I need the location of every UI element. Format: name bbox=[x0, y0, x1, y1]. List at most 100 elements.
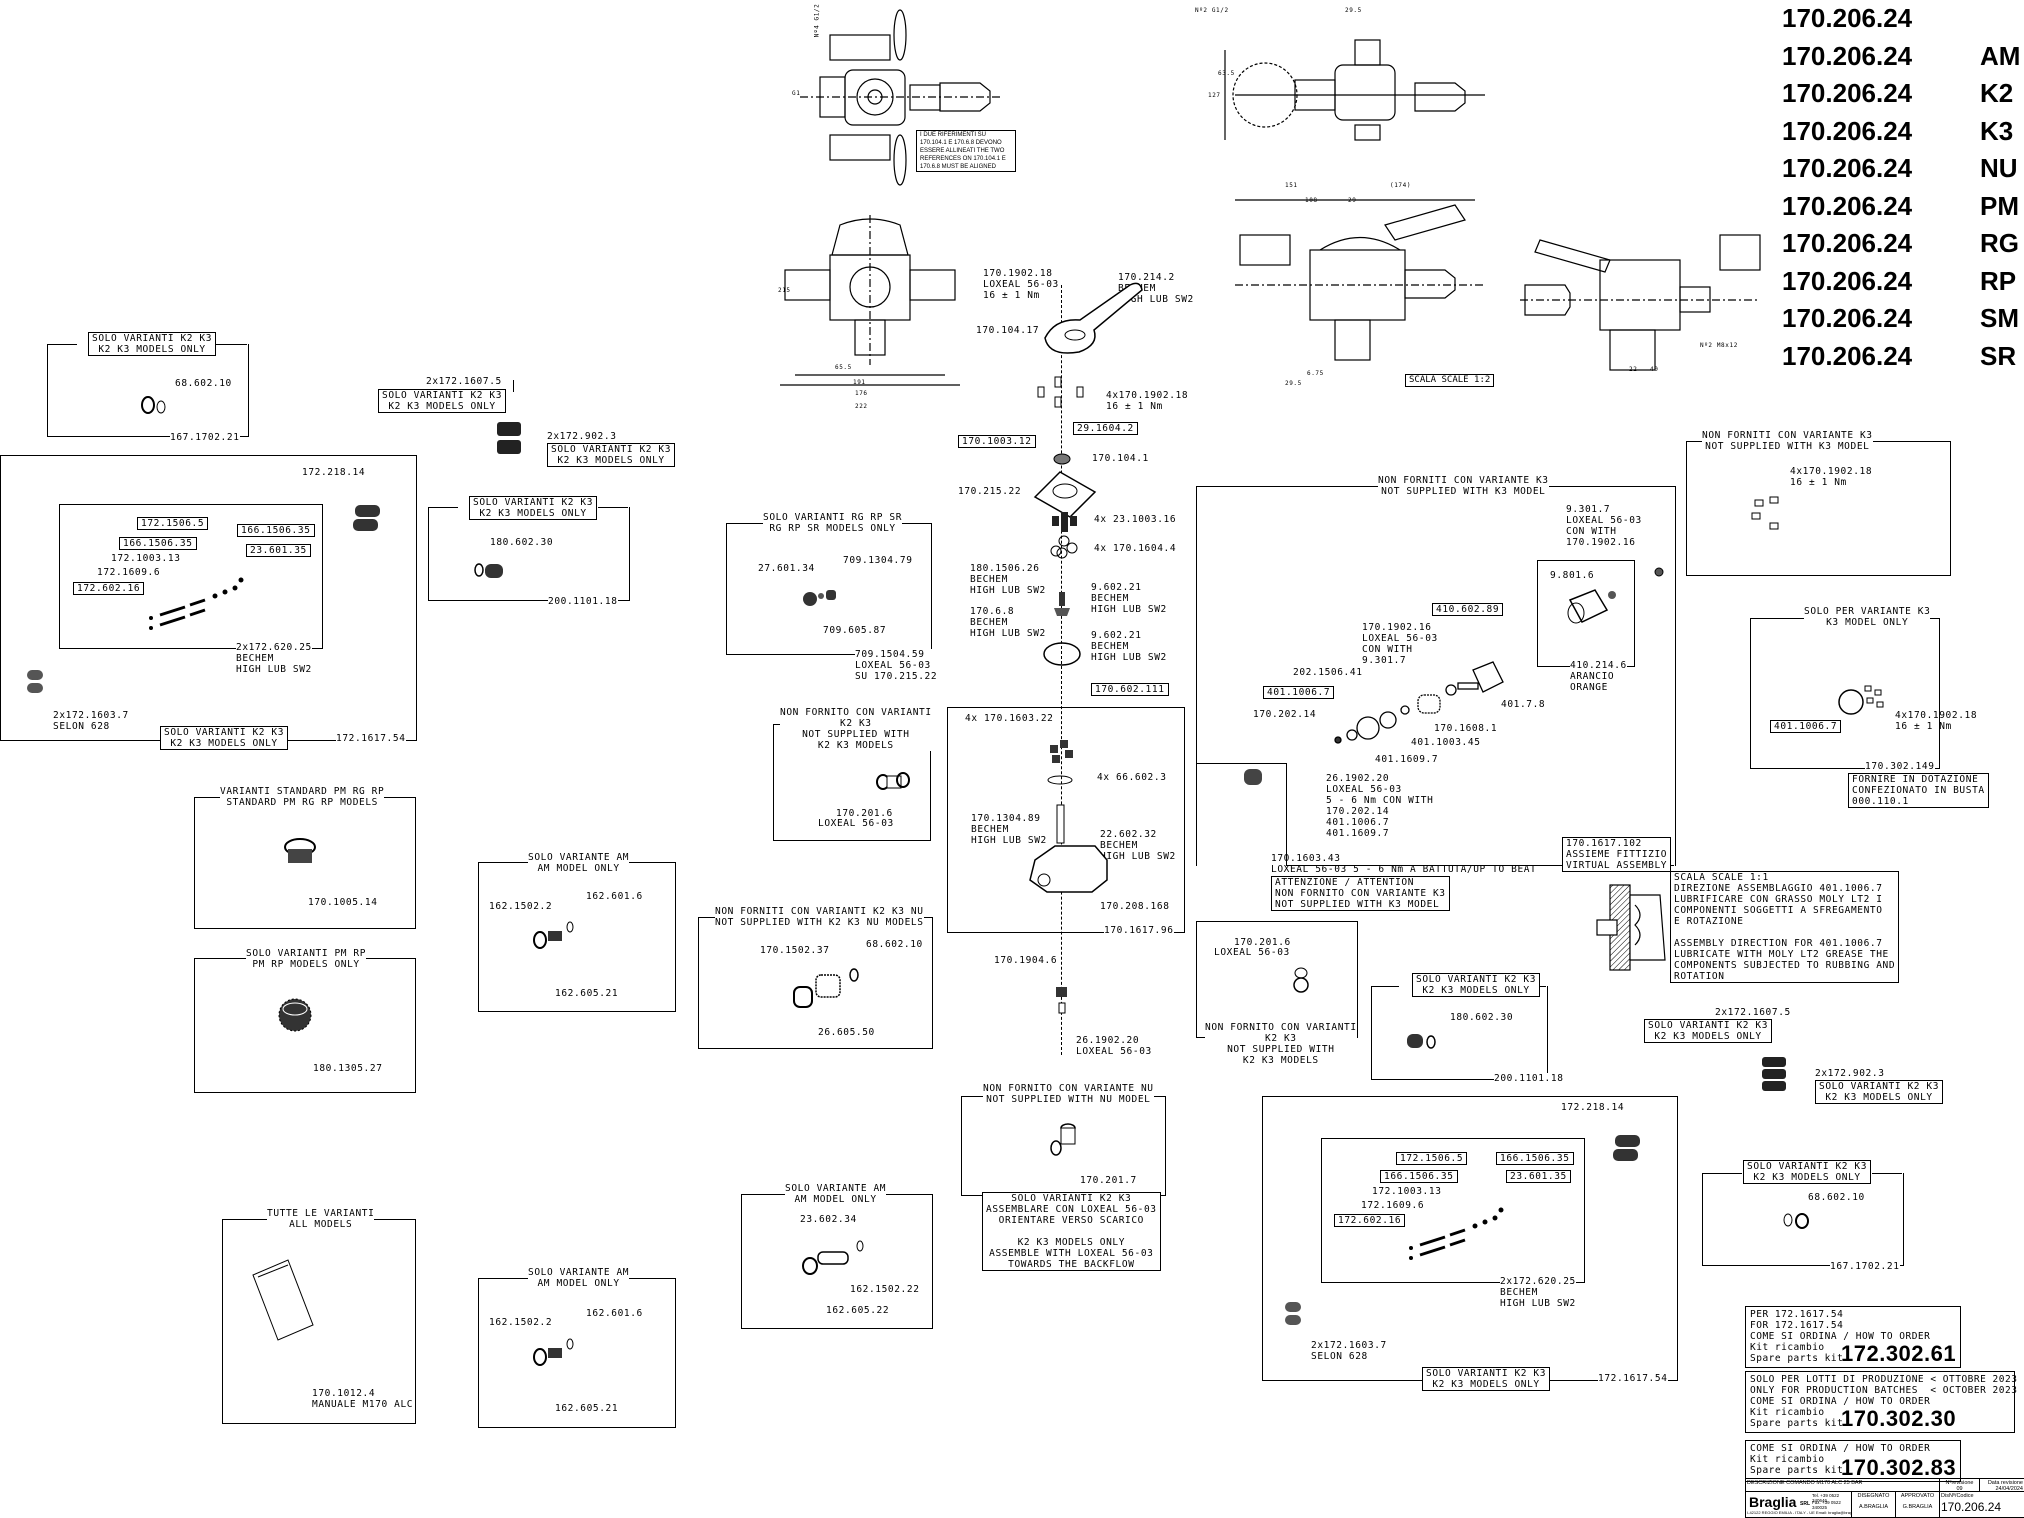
part-label: 9.602.21 BECHEM HIGH LUB SW2 bbox=[1091, 630, 1167, 663]
am-fitting-icon bbox=[533, 921, 574, 949]
part-label: 2x172.1607.5 bbox=[426, 376, 502, 387]
variant-box: SOLO VARIANTI K2 K3 K2 K3 MODELS ONLY bbox=[1815, 1080, 1944, 1104]
kit-box-172-302-61: PER 172.1617.54 FOR 172.1617.54 COME SI … bbox=[1745, 1306, 1961, 1368]
front-view-right-drawing bbox=[1235, 199, 1485, 361]
group-header: SOLO VARIANTI K2 K3 K2 K3 MODELS ONLY bbox=[88, 332, 217, 356]
dim-label: 151 bbox=[1285, 182, 1298, 189]
dim-label: (174) bbox=[1390, 182, 1412, 189]
model-code: 170.206.24 bbox=[1782, 190, 1913, 221]
group-body bbox=[947, 707, 1185, 933]
part-label: 162.1502.2 bbox=[489, 1317, 553, 1328]
part-label-boxed: 166.1506.35 bbox=[1380, 1170, 1458, 1183]
variant-suffix: K3 bbox=[1980, 115, 2014, 146]
variant-suffix: RG bbox=[1980, 228, 2019, 258]
part-label: 172.218.14 bbox=[1561, 1102, 1625, 1113]
group-header: SOLO VARIANTE AM AM MODEL ONLY bbox=[528, 852, 630, 874]
selon-label: 2x172.1603.7 SELON 628 bbox=[1311, 1340, 1387, 1362]
part-label: 170.1005.14 bbox=[308, 897, 378, 908]
part-label-boxed: 23.601.35 bbox=[1506, 1170, 1571, 1183]
dim-label: 22 bbox=[1629, 366, 1638, 373]
dim-label: Nº2 M8x12 bbox=[1700, 342, 1738, 349]
scale-label: SCALA SCALE 1:2 bbox=[1405, 374, 1495, 387]
top-view-drawing bbox=[800, 9, 1000, 186]
note-label: LOXEAL 56-03 5 - 6 Nm A BATTUTA/UP TO BE… bbox=[1271, 864, 1537, 875]
assembly-label: 170.1617.96 bbox=[1104, 925, 1174, 936]
part-label: 2x172.902.3 bbox=[1815, 1068, 1885, 1079]
bushing-icon bbox=[27, 670, 43, 693]
variant-suffix: PM bbox=[1980, 190, 2019, 221]
kit-code: 172.302.61 bbox=[1841, 1341, 1957, 1366]
part-label: 9.602.21 BECHEM HIGH LUB SW2 bbox=[1091, 582, 1167, 615]
clip-icon bbox=[1762, 1057, 1786, 1091]
inner-note: 2x172.620.25 BECHEM HIGH LUB SW2 bbox=[1500, 1276, 1576, 1309]
group-header: SOLO VARIANTI K2 K3 K2 K3 MODELS ONLY bbox=[1743, 1160, 1872, 1184]
kit-instructions: SOLO PER LOTTI DI PRODUZIONE < OTTOBRE 2… bbox=[1750, 1374, 2018, 1429]
tb-company: Braglia SRL Tel. +39 0522 340646 Fax. +3… bbox=[1747, 1492, 1852, 1517]
part-label: 170.1904.6 bbox=[994, 955, 1058, 966]
part-label: 23.602.34 bbox=[800, 1214, 857, 1225]
group-k2k3-ring-right bbox=[1702, 1173, 1904, 1266]
group-header: VARIANTI STANDARD PM RG RP STANDARD PM R… bbox=[220, 786, 385, 808]
springs-icon bbox=[149, 577, 244, 630]
part-label: 172.1003.13 bbox=[1372, 1186, 1442, 1197]
dim-label: 29.5 bbox=[1285, 380, 1302, 387]
valve-block-icon bbox=[1613, 1135, 1640, 1161]
elbow-icon bbox=[876, 772, 910, 790]
model-code: 170.206.24 bbox=[1782, 3, 1913, 33]
part-label: 170.1902.18 LOXEAL 56-03 16 ± 1 Nm bbox=[983, 268, 1059, 301]
part-label: 401.1609.7 bbox=[1375, 754, 1439, 765]
hose-fitting-icon bbox=[793, 968, 859, 1008]
group-header: SOLO VARIANTI RG RP SR RG RP SR MODELS O… bbox=[763, 512, 903, 534]
valve-block-icon bbox=[353, 505, 380, 531]
dim-label: Nº4 G1/2 bbox=[813, 3, 821, 38]
model-code-row: 170.206.24 K3 bbox=[1782, 113, 2024, 151]
elbow-icon bbox=[1293, 967, 1309, 993]
group-k2k3-ring-frame bbox=[47, 344, 249, 437]
part-label: 170.208.168 bbox=[1100, 901, 1170, 912]
part-label: 172.218.14 bbox=[302, 467, 366, 478]
variant-suffix: AM bbox=[1980, 40, 2021, 71]
inner-note: 2x172.620.25 BECHEM HIGH LUB SW2 bbox=[236, 642, 312, 675]
part-label: 172.1003.13 bbox=[111, 553, 181, 564]
part-label: 26.1902.20 LOXEAL 56-03 5 - 6 Nm CON WIT… bbox=[1326, 773, 1434, 839]
part-label-boxed: 166.1506.35 bbox=[237, 524, 315, 537]
front-view-drawing bbox=[780, 215, 960, 386]
model-code: 170.206.24 bbox=[1782, 153, 1913, 183]
part-label: 170.6.8 BECHEM HIGH LUB SW2 bbox=[970, 606, 1046, 639]
part-label: 4x 170.1603.22 bbox=[965, 713, 1054, 724]
dim-label: 215 bbox=[778, 287, 791, 294]
part-label: 162.601.6 bbox=[586, 891, 643, 902]
part-label: 170.1304.89 BECHEM HIGH LUB SW2 bbox=[971, 813, 1047, 846]
part-label: 170.215.22 bbox=[958, 486, 1022, 497]
part-label: 401.1003.45 bbox=[1411, 737, 1481, 748]
group-plug-right bbox=[1371, 986, 1548, 1080]
part-label: 170.104.17 bbox=[976, 325, 1040, 336]
part-label: 162.605.21 bbox=[555, 1403, 619, 1414]
part-label: 172.1609.6 bbox=[97, 567, 161, 578]
group-header: NON FORNITO CON VARIANTE NU NOT SUPPLIED… bbox=[983, 1083, 1154, 1105]
variant-box: SOLO VARIANTI K2 K3 K2 K3 MODELS ONLY bbox=[1644, 1019, 1773, 1043]
kit-code: 170.302.30 bbox=[1841, 1406, 1957, 1431]
regulator-assembly-icon bbox=[1334, 661, 1504, 744]
clip-icon bbox=[497, 422, 521, 454]
part-label: 162.1502.2 bbox=[489, 901, 553, 912]
model-code: 170.206.24 bbox=[1782, 40, 1913, 71]
plug-icon bbox=[1244, 769, 1262, 785]
assembly-label: 172.1617.54 bbox=[336, 733, 406, 744]
model-code: 170.206.24 bbox=[1782, 115, 1913, 146]
plate-icon bbox=[1838, 685, 1884, 715]
kit-box-170-302-83: COME SI ORDINA / HOW TO ORDER Kit ricamb… bbox=[1745, 1440, 1961, 1482]
part-label: 170.202.14 bbox=[1253, 709, 1317, 720]
title-block: DESCRIZIONE COMANDO M170 ALC 25 BAR Nºre… bbox=[1745, 1478, 2024, 1518]
part-label: 410.214.6 ARANCIO ORANGE bbox=[1570, 660, 1627, 693]
top-view-right-drawing bbox=[1224, 39, 1485, 141]
tb-description: DESCRIZIONE COMANDO M170 ALC 25 BAR bbox=[1746, 1479, 1940, 1492]
part-label: 68.602.10 bbox=[1808, 1192, 1865, 1203]
part-label: 26.605.50 bbox=[818, 1027, 875, 1038]
dim-label: 6.75 bbox=[1307, 370, 1324, 377]
kit-code: 170.302.83 bbox=[1841, 1455, 1957, 1480]
